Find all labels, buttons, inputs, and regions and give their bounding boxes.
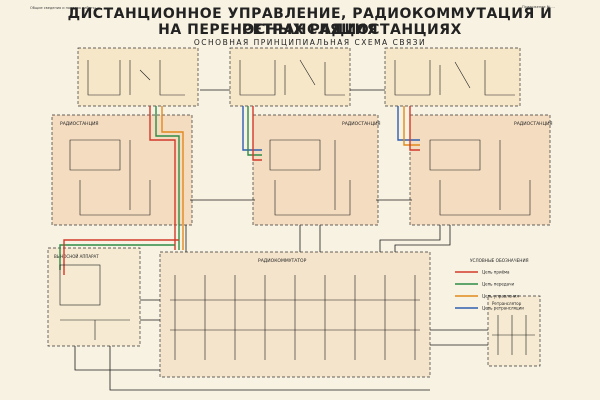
- top-unit-right: [384, 47, 521, 107]
- black-wires: [74, 89, 488, 391]
- legend-text: Цепь передачи: [482, 282, 514, 287]
- title-line-1: ДИСТАНЦИОННОЕ УПРАВЛЕНИЕ, РАДИОКОММУТАЦИ…: [67, 6, 553, 38]
- remote-label: ВЫНОСНОЙ АППАРАТ: [54, 254, 99, 259]
- corner-note-left: Общие сведения и порядок работы: [30, 6, 96, 10]
- legend-title: УСЛОВНЫЕ ОБОЗНАЧЕНИЯ: [470, 258, 529, 263]
- switchboard-label: РАДИОКОММУТАТОР: [258, 258, 307, 264]
- legend-text: Цепь ретрансляции: [482, 306, 524, 311]
- legend-text: Цепь приёма: [482, 270, 510, 275]
- top-unit-left: [77, 47, 199, 107]
- station-label-center: РАДИОСТАНЦИЯ: [342, 121, 381, 127]
- station-label-left: РАДИОСТАНЦИЯ: [60, 121, 99, 127]
- top-unit-center: [229, 47, 351, 107]
- remote-panel: [47, 247, 141, 347]
- corner-note-right: Приложение № ...: [522, 5, 555, 9]
- component-detail: [59, 59, 535, 360]
- subtitle: ОСНОВНАЯ ПРИНЦИПИАЛЬНАЯ СХЕМА СВЯЗИ: [193, 38, 427, 47]
- relay-panel: [487, 295, 541, 367]
- signal-wires: [59, 106, 420, 275]
- station-label-right: РАДИОСТАНЦИЯ: [514, 121, 553, 127]
- relay-label: Ретранслятор: [492, 301, 522, 306]
- title-line-2: НА ПЕРЕНОСНЫХ РАДИОСТАНЦИЯХ: [158, 22, 462, 38]
- legend-text: Цепь управления: [482, 294, 519, 299]
